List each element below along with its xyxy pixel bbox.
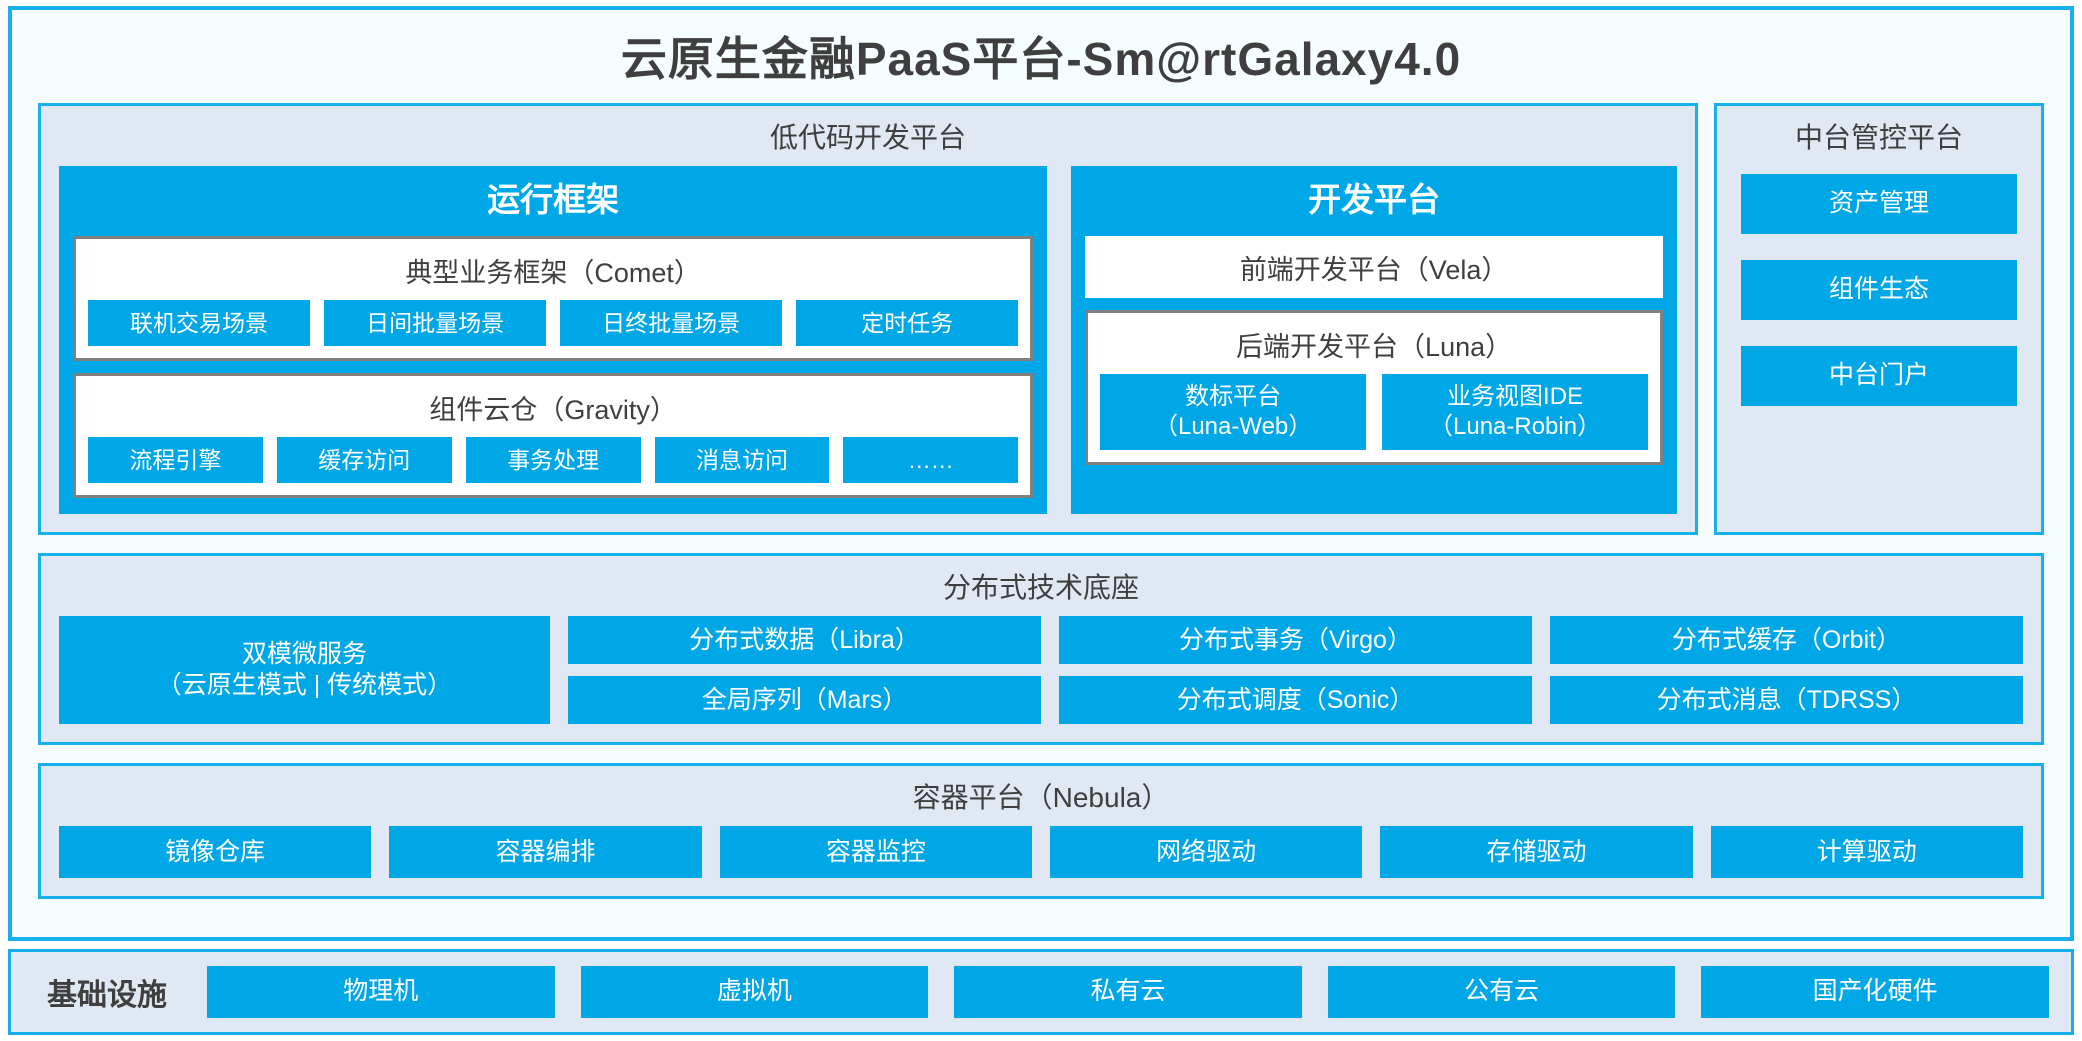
distributed-tech-panel: 分布式技术底座 双模微服务（云原生模式 | 传统模式） 分布式数据（Libra）… <box>38 553 2044 746</box>
distributed-item-mars[interactable]: 全局序列（Mars） <box>568 676 1041 725</box>
midoffice-platform-title: 中台管控平台 <box>1794 121 1963 153</box>
gravity-item-more[interactable]: …… <box>843 437 1019 484</box>
distributed-tech-title: 分布式技术底座 <box>942 572 1139 604</box>
midoffice-item-asset-management[interactable]: 资产管理 <box>1741 173 2017 234</box>
infrastructure-item-virtual-machine[interactable]: 虚拟机 <box>580 966 929 1018</box>
backend-item-luna-web[interactable]: 数标平台（Luna-Web） <box>1100 374 1367 451</box>
frontend-platform-box[interactable]: 前端开发平台（Vela） <box>1085 236 1663 299</box>
gravity-item[interactable]: 缓存访问 <box>276 437 452 484</box>
page-title: 云原生金融PaaS平台-Sm@rtGalaxy4.0 <box>620 33 1462 85</box>
infrastructure-item-private-cloud[interactable]: 私有云 <box>954 966 1302 1018</box>
container-item-monitoring[interactable]: 容器监控 <box>719 826 1032 879</box>
distributed-item-libra[interactable]: 分布式数据（Libra） <box>568 616 1041 665</box>
dual-mode-microservice-item[interactable]: 双模微服务（云原生模式 | 传统模式） <box>59 616 550 725</box>
gravity-item-row: 流程引擎 缓存访问 事务处理 消息访问 …… <box>88 437 1019 484</box>
distributed-item-sonic[interactable]: 分布式调度（Sonic） <box>1059 676 1532 725</box>
platform-main-frame: 云原生金融PaaS平台-Sm@rtGalaxy4.0 低代码开发平台 运行框架 … <box>8 6 2074 941</box>
development-platform-title: 开发平台 <box>1308 180 1441 218</box>
container-item-orchestration[interactable]: 容器编排 <box>389 826 702 879</box>
infrastructure-item-row: 物理机 虚拟机 私有云 公有云 国产化硬件 <box>207 966 2049 1018</box>
distributed-item-virgo[interactable]: 分布式事务（Virgo） <box>1059 616 1532 665</box>
top-row: 低代码开发平台 运行框架 典型业务框架（Comet） 联机交易场景 日间批量场景… <box>38 102 2044 536</box>
infrastructure-item-domestic-hardware[interactable]: 国产化硬件 <box>1701 966 2049 1018</box>
midoffice-item-component-ecosystem[interactable]: 组件生态 <box>1741 259 2017 320</box>
runtime-framework-title: 运行框架 <box>487 180 620 218</box>
gravity-item[interactable]: 事务处理 <box>465 437 641 484</box>
container-item-row: 镜像仓库 容器编排 容器监控 网络驱动 存储驱动 计算驱动 <box>59 826 2023 879</box>
gravity-item[interactable]: 流程引擎 <box>88 437 263 484</box>
container-item-storage-driver[interactable]: 存储驱动 <box>1380 826 1693 879</box>
lowcode-inner: 运行框架 典型业务框架（Comet） 联机交易场景 日间批量场景 日终批量场景 … <box>59 165 1677 515</box>
container-item-network-driver[interactable]: 网络驱动 <box>1049 826 1363 879</box>
comet-item[interactable]: 日间批量场景 <box>324 300 547 347</box>
container-platform-title: 容器平台（Nebula） <box>912 782 1170 814</box>
comet-item-row: 联机交易场景 日间批量场景 日终批量场景 定时任务 <box>88 300 1019 347</box>
lowcode-platform-panel: 低代码开发平台 运行框架 典型业务框架（Comet） 联机交易场景 日间批量场景… <box>38 102 1698 536</box>
gravity-item[interactable]: 消息访问 <box>654 437 830 484</box>
distributed-wide-cell: 双模微服务（云原生模式 | 传统模式） <box>59 616 550 725</box>
distributed-grid: 双模微服务（云原生模式 | 传统模式） 分布式数据（Libra） 全局序列（Ma… <box>59 616 2023 725</box>
comet-item[interactable]: 联机交易场景 <box>88 300 311 347</box>
distributed-column: 分布式缓存（Orbit） 分布式消息（TDRSS） <box>1550 616 2023 725</box>
midoffice-item-list: 资产管理 组件生态 中台门户 <box>1735 173 2023 416</box>
container-item-compute-driver[interactable]: 计算驱动 <box>1710 826 2023 879</box>
backend-platform-title: 后端开发平台（Luna） <box>1236 332 1513 363</box>
midoffice-item-portal[interactable]: 中台门户 <box>1741 345 2017 406</box>
infrastructure-panel: 基础设施 物理机 虚拟机 私有云 公有云 国产化硬件 <box>8 949 2074 1035</box>
lowcode-platform-title: 低代码开发平台 <box>769 121 966 153</box>
comet-item[interactable]: 定时任务 <box>796 300 1019 347</box>
container-item-image-registry[interactable]: 镜像仓库 <box>59 826 372 879</box>
distributed-column: 分布式事务（Virgo） 分布式调度（Sonic） <box>1059 616 1532 725</box>
layer-stack: 低代码开发平台 运行框架 典型业务框架（Comet） 联机交易场景 日间批量场景… <box>38 102 2044 917</box>
comet-title: 典型业务框架（Comet） <box>405 258 701 289</box>
gravity-title: 组件云仓（Gravity） <box>429 395 677 426</box>
distributed-column: 分布式数据（Libra） 全局序列（Mars） <box>568 616 1041 725</box>
infrastructure-label: 基础设施 <box>47 979 167 1012</box>
infrastructure-item-physical-machine[interactable]: 物理机 <box>207 966 555 1018</box>
distributed-item-orbit[interactable]: 分布式缓存（Orbit） <box>1550 616 2023 665</box>
backend-item-row: 数标平台（Luna-Web） 业务视图IDE（Luna-Robin） <box>1100 374 1648 451</box>
comet-box: 典型业务框架（Comet） 联机交易场景 日间批量场景 日终批量场景 定时任务 <box>73 236 1034 362</box>
backend-platform-box: 后端开发平台（Luna） 数标平台（Luna-Web） 业务视图IDE（Luna… <box>1085 310 1663 466</box>
gravity-box: 组件云仓（Gravity） 流程引擎 缓存访问 事务处理 消息访问 …… <box>73 373 1034 499</box>
development-platform-block: 开发平台 前端开发平台（Vela） 后端开发平台（Luna） 数标平台（Luna… <box>1071 165 1677 515</box>
container-platform-panel: 容器平台（Nebula） 镜像仓库 容器编排 容器监控 网络驱动 存储驱动 计算… <box>38 763 2044 900</box>
infrastructure-item-public-cloud[interactable]: 公有云 <box>1327 966 1676 1018</box>
midoffice-platform-panel: 中台管控平台 资产管理 组件生态 中台门户 <box>1714 102 2044 536</box>
backend-item-luna-robin[interactable]: 业务视图IDE（Luna-Robin） <box>1382 374 1648 451</box>
distributed-item-tdrss[interactable]: 分布式消息（TDRSS） <box>1550 676 2023 725</box>
comet-item[interactable]: 日终批量场景 <box>560 300 783 347</box>
runtime-framework-block: 运行框架 典型业务框架（Comet） 联机交易场景 日间批量场景 日终批量场景 … <box>59 165 1048 515</box>
